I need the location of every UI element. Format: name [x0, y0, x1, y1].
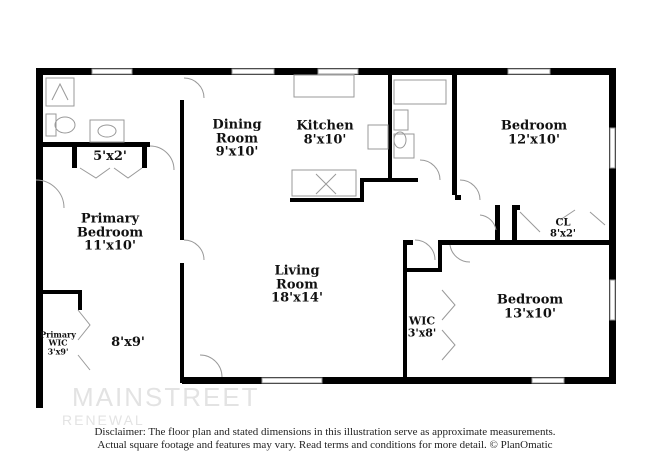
room-label-primary-bedroom: Primary Bedroom 11'x10': [76, 211, 144, 254]
room-dims: 3'x8': [407, 326, 437, 339]
fixtures: [35, 74, 606, 378]
room-name: Kitchen: [296, 118, 354, 134]
room-name: Room: [276, 277, 318, 293]
room-dims: 5'x2': [93, 149, 127, 165]
room-name: WIC: [408, 314, 436, 328]
room-label-primary-wic: Primary WIC 3'x9': [40, 329, 76, 357]
room-name: Bedroom: [496, 292, 564, 308]
room-label-bedroom-top: Bedroom 12'x10': [501, 119, 567, 146]
room-dims: 18'x14': [271, 290, 323, 306]
room-label-kitchen: Kitchen 8'x10': [296, 119, 353, 146]
room-name: Dining: [212, 117, 262, 133]
room-name: CL: [555, 217, 571, 229]
room-dims: 11'x10': [84, 238, 136, 254]
room-dims: 13'x10': [504, 306, 556, 321]
room-label-wic: WIC 3'x8': [408, 315, 437, 338]
room-dims: 12'x10': [508, 132, 560, 147]
room-name: Bedroom: [76, 225, 144, 241]
room-label-bedroom-bottom: Bedroom 13'x10': [497, 293, 563, 320]
room-dims: 3'x9': [47, 346, 69, 357]
room-name: Room: [216, 131, 258, 147]
watermark: MAINSTREET: [72, 382, 260, 412]
room-label-primary-area: 8'x9': [111, 336, 145, 350]
room-label-living: Living Room 18'x14': [271, 263, 323, 306]
room-name: Primary: [80, 211, 140, 227]
room-label-bath-closet: 5'x2': [93, 150, 127, 164]
room-dims: 8'x2': [549, 228, 577, 239]
room-name: WIC: [48, 337, 68, 348]
watermark-sub: RENEWAL: [62, 412, 145, 428]
room-label-dining: Dining Room 9'x10': [212, 117, 262, 160]
room-dims: 8'x9': [111, 335, 145, 351]
room-dims: 9'x10': [215, 144, 259, 160]
windows: [91, 68, 616, 384]
disclaimer-line-1: Disclaimer: The floor plan and stated di…: [94, 426, 556, 438]
room-label-closet: CL 8'x2': [549, 217, 577, 240]
room-name: Bedroom: [500, 118, 568, 134]
room-name: Living: [274, 263, 320, 279]
room-dims: 8'x10': [303, 132, 347, 147]
room-name: Primary: [40, 329, 76, 340]
disclaimer-line-2: Actual square footage and features may v…: [97, 439, 553, 451]
